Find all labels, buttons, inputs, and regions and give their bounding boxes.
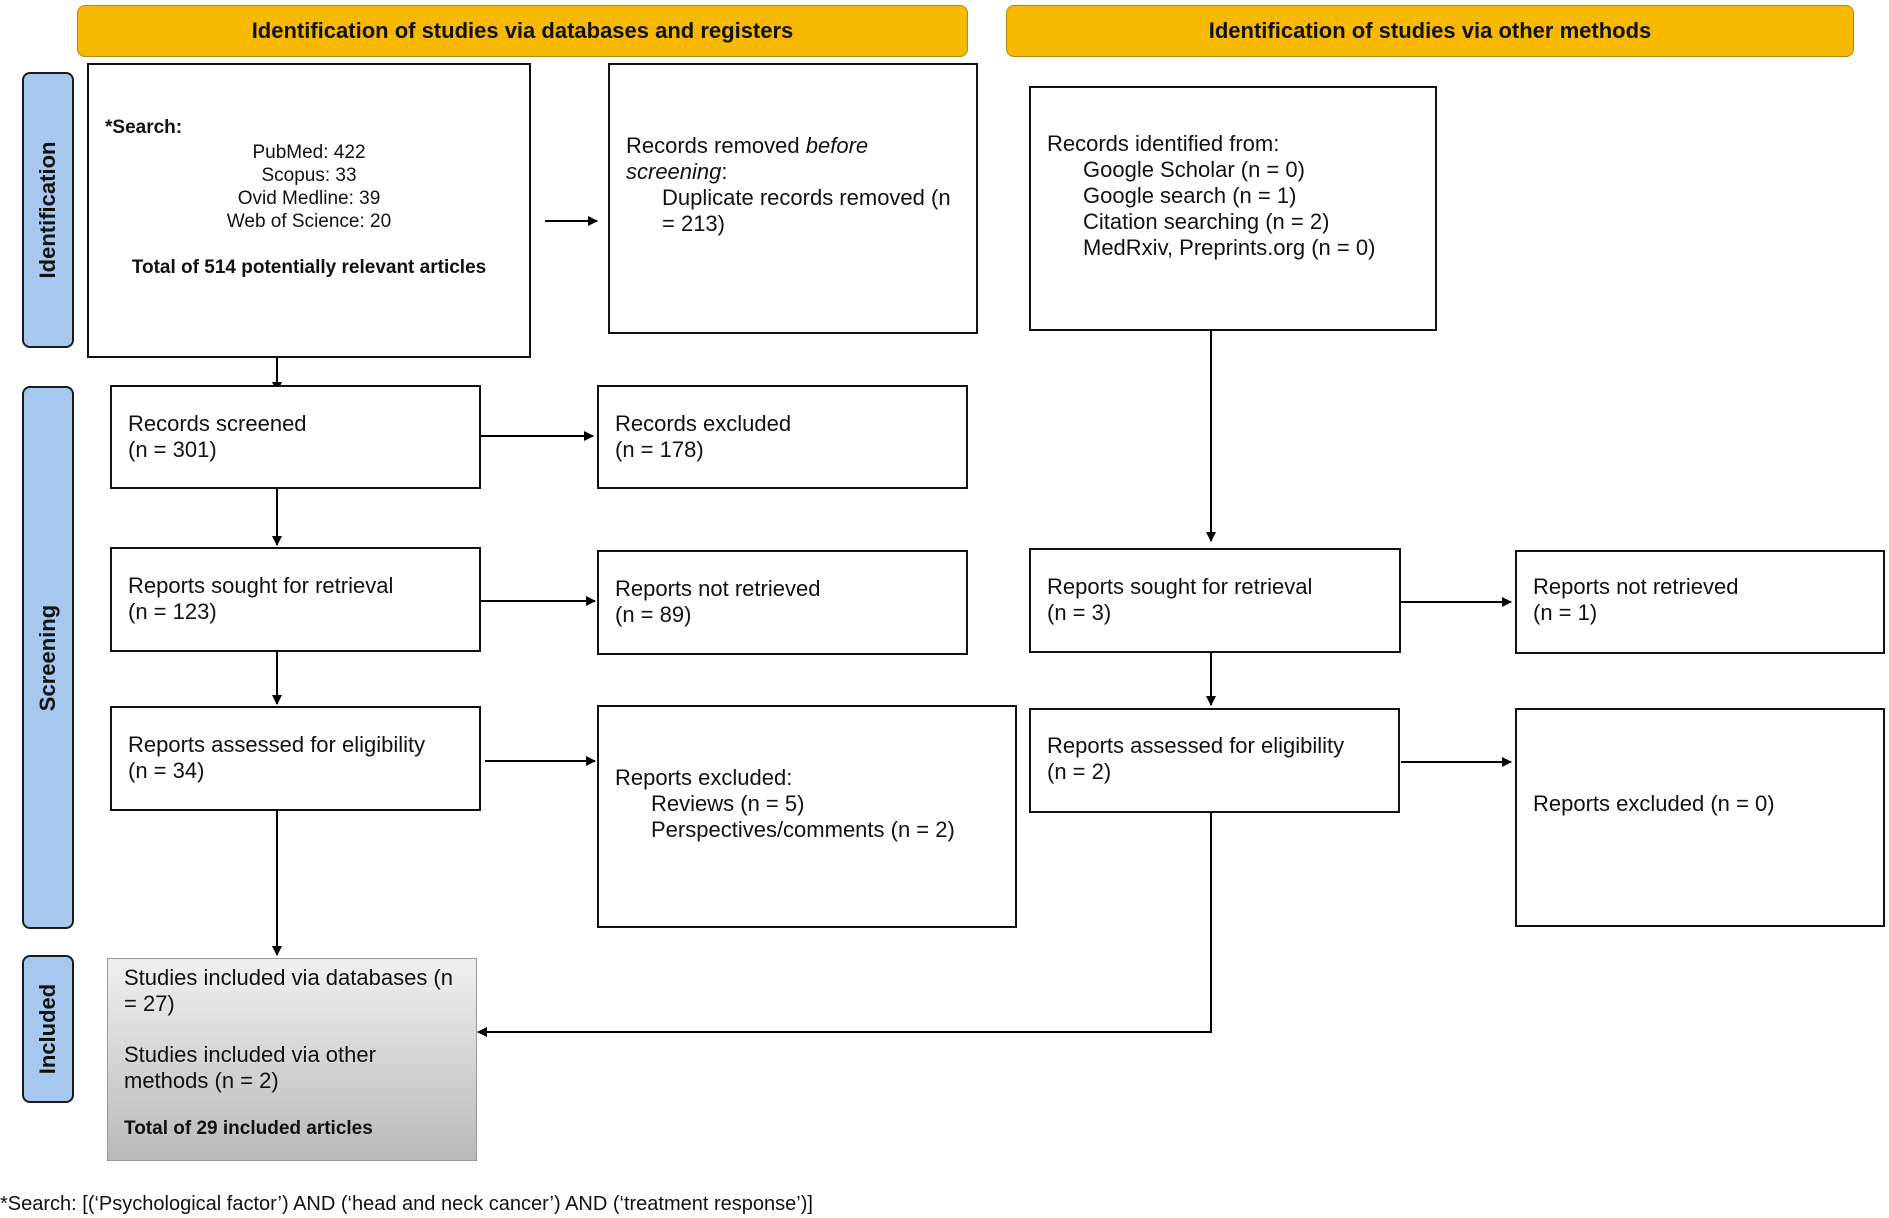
search-line-ovid: Ovid Medline: 39 — [237, 188, 381, 209]
reports-excluded-box: Reports excluded: Reviews (n = 5) Perspe… — [597, 705, 1017, 928]
records-screened-box: Records screened (n = 301) — [110, 385, 481, 489]
header-databases: Identification of studies via databases … — [77, 5, 968, 57]
other-reports-not-retrieved-label: Reports not retrieved — [1533, 574, 1739, 599]
removed-detail: Duplicate records removed (n = 213) — [662, 185, 951, 236]
reports-assessed-count: (n = 34) — [128, 758, 205, 783]
other-reports-sought-label: Reports sought for retrieval — [1047, 574, 1313, 599]
search-box: *Search: PubMed: 422 Scopus: 33 Ovid Med… — [87, 63, 531, 358]
reports-excluded-title: Reports excluded: — [615, 765, 793, 790]
other-sources-title: Records identified from: — [1047, 131, 1280, 156]
header-other-label: Identification of studies via other meth… — [1208, 18, 1652, 43]
reports-excluded-reviews: Reviews (n = 5) — [651, 791, 805, 816]
search-line-wos: Web of Science: 20 — [226, 211, 392, 232]
reports-not-retrieved-count: (n = 89) — [615, 602, 692, 627]
arrow-other-assessed-to-included — [477, 813, 1212, 1037]
other-reports-excluded-label: Reports excluded (n = 0) — [1533, 791, 1775, 816]
other-reports-not-retrieved-count: (n = 1) — [1533, 600, 1598, 625]
search-line-scopus: Scopus: 33 — [261, 165, 357, 186]
reports-assessed-label: Reports assessed for eligibility — [128, 732, 426, 757]
records-screened-count: (n = 301) — [128, 437, 217, 462]
records-screened-label: Records screened — [128, 411, 307, 436]
other-reports-sought-count: (n = 3) — [1047, 600, 1112, 625]
reports-sought-label: Reports sought for retrieval — [128, 573, 394, 598]
records-removed-box: Records removed before screening: Duplic… — [608, 63, 978, 334]
other-reports-assessed-box: Reports assessed for eligibility (n = 2) — [1029, 708, 1400, 813]
reports-assessed-box: Reports assessed for eligibility (n = 34… — [110, 706, 481, 811]
records-excluded-box: Records excluded (n = 178) — [597, 385, 968, 489]
reports-sought-box: Reports sought for retrieval (n = 123) — [110, 547, 481, 652]
records-excluded-count: (n = 178) — [615, 437, 704, 462]
included-via-databases: Studies included via databases (n = 27) — [124, 965, 453, 1016]
removed-suffix: : — [721, 159, 728, 184]
other-reports-sought-box: Reports sought for retrieval (n = 3) — [1029, 548, 1401, 653]
removed-prefix: Records removed — [626, 133, 800, 158]
phase-identification-label: Identification — [35, 141, 60, 279]
phase-included: Included — [22, 955, 74, 1103]
search-total: Total of 514 potentially relevant articl… — [131, 257, 487, 278]
header-other-methods: Identification of studies via other meth… — [1006, 5, 1854, 57]
search-title: *Search: — [105, 117, 183, 138]
other-sources-box: Records identified from: Google Scholar … — [1029, 86, 1437, 331]
other-reports-assessed-label: Reports assessed for eligibility — [1047, 733, 1345, 758]
reports-not-retrieved-label: Reports not retrieved — [615, 576, 821, 601]
other-source-citation: Citation searching (n = 2) — [1083, 209, 1330, 234]
other-source-google-scholar: Google Scholar (n = 0) — [1083, 157, 1305, 182]
other-reports-not-retrieved-box: Reports not retrieved (n = 1) — [1515, 550, 1885, 654]
included-via-other: Studies included via other methods (n = … — [124, 1042, 376, 1093]
search-line-pubmed: PubMed: 422 — [252, 142, 366, 163]
other-reports-assessed-count: (n = 2) — [1047, 759, 1112, 784]
phase-screening: Screening — [22, 386, 74, 929]
reports-not-retrieved-box: Reports not retrieved (n = 89) — [597, 550, 968, 655]
included-total: Total of 29 included articles — [124, 1118, 373, 1139]
reports-sought-count: (n = 123) — [128, 599, 217, 624]
other-source-google-search: Google search (n = 1) — [1083, 183, 1297, 208]
phase-included-label: Included — [35, 983, 60, 1075]
header-databases-label: Identification of studies via databases … — [251, 18, 794, 43]
search-footnote: *Search: [(‘Psychological factor’) AND (… — [0, 1193, 813, 1215]
other-source-medrxiv: MedRxiv, Preprints.org (n = 0) — [1083, 235, 1376, 260]
reports-excluded-perspectives: Perspectives/comments (n = 2) — [651, 817, 955, 842]
phase-screening-label: Screening — [35, 604, 60, 711]
removed-emph: before screening — [626, 133, 869, 184]
other-reports-excluded-box: Reports excluded (n = 0) — [1515, 708, 1885, 927]
included-box: Studies included via databases (n = 27) … — [107, 958, 477, 1161]
phase-identification: Identification — [22, 72, 74, 348]
records-excluded-label: Records excluded — [615, 411, 792, 436]
